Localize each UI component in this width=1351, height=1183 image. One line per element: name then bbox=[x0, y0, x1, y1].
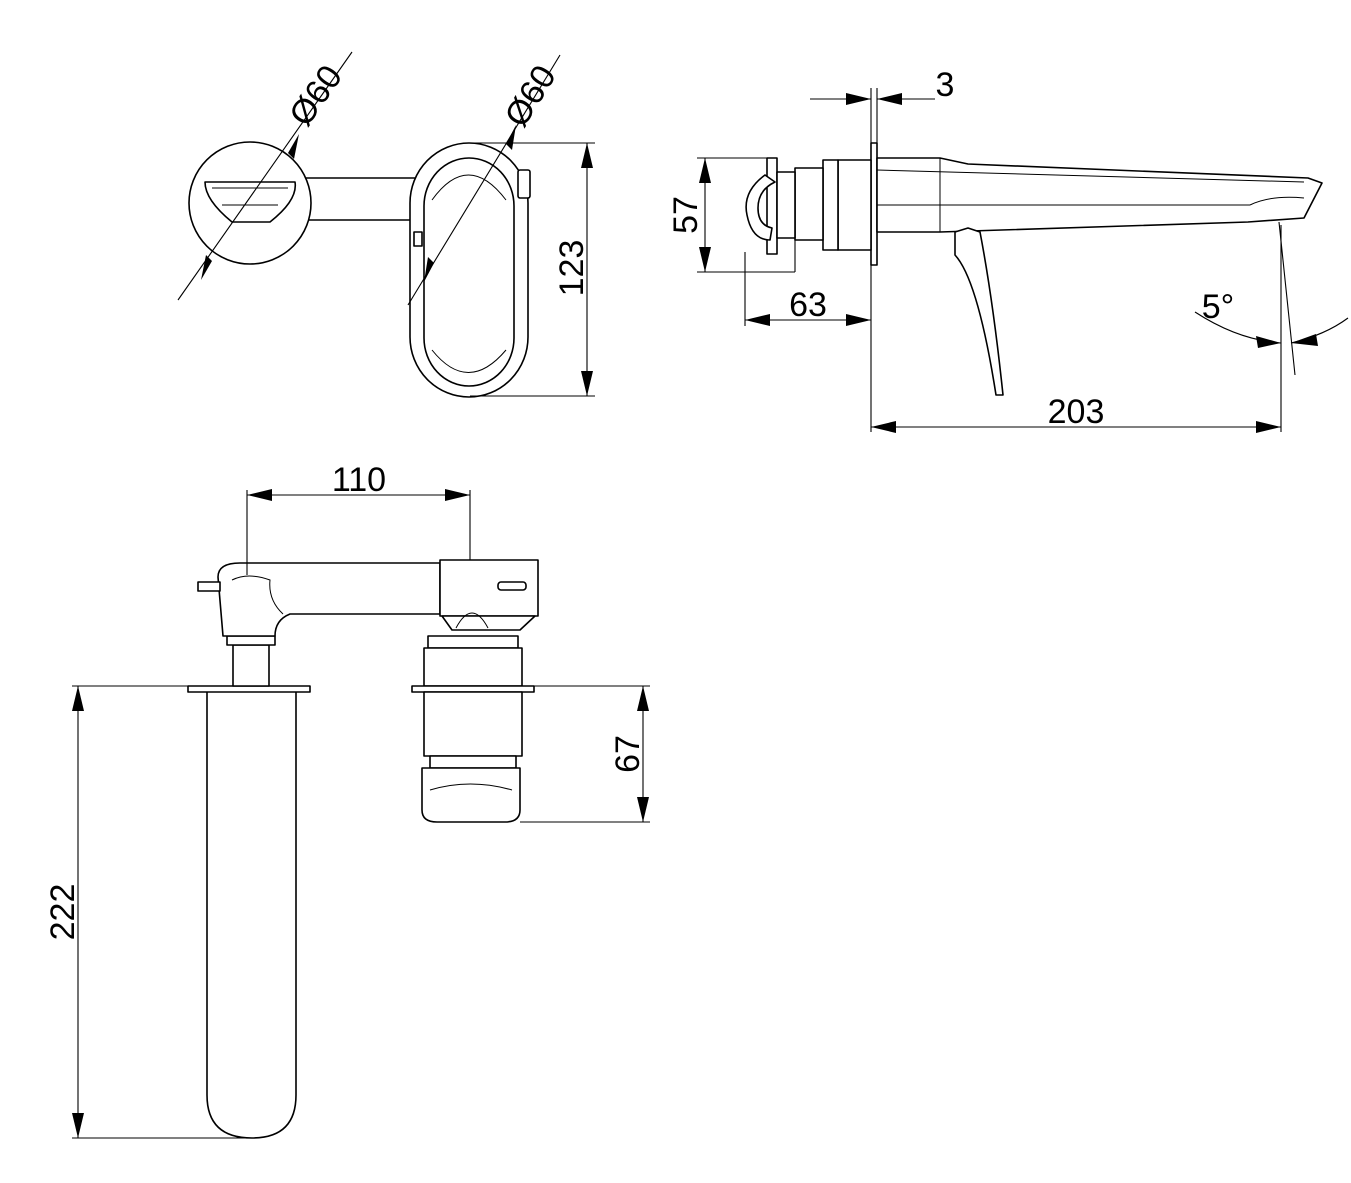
plan-mixer-plate bbox=[411, 685, 535, 693]
dim-label-spout-angle: 5° bbox=[1202, 288, 1235, 326]
dim-plate-thickness: 3 bbox=[810, 66, 954, 143]
dim-label-mixer-body-depth: 67 bbox=[609, 735, 647, 773]
mixer-lever bbox=[423, 157, 515, 387]
dim-spout-angle: 5° bbox=[1194, 221, 1349, 376]
dim-label-body-depth: 63 bbox=[789, 286, 827, 324]
dim-plate-height: 123 bbox=[470, 142, 595, 397]
dim-label-centres: 110 bbox=[332, 461, 386, 499]
dim-mixer-body-depth: 67 bbox=[520, 685, 650, 823]
dim-body-height: 57 bbox=[667, 157, 796, 273]
plan-spout-plate bbox=[187, 685, 311, 693]
dim-spout-length: 203 bbox=[870, 225, 1282, 433]
dim-label-spout-body-depth: 222 bbox=[44, 884, 82, 941]
dim-label-body-height: 57 bbox=[667, 196, 705, 234]
side-spout bbox=[876, 157, 1323, 233]
side-view: 3 57 63 203 bbox=[667, 66, 1349, 433]
plan-mixer-lever bbox=[421, 767, 521, 823]
dim-label-plate-height: 123 bbox=[553, 240, 591, 297]
dim-label-spout-length: 203 bbox=[1048, 393, 1105, 431]
front-view: Ø60 Ø60 123 bbox=[177, 51, 595, 398]
dim-body-depth: 63 bbox=[744, 252, 871, 326]
dim-spout-body-depth: 222 bbox=[44, 685, 252, 1139]
side-handle bbox=[745, 174, 776, 241]
plan-view: 110 222 67 bbox=[44, 461, 650, 1139]
front-connector-bar bbox=[304, 177, 426, 221]
dim-label-plate-thickness: 3 bbox=[936, 66, 955, 104]
plan-spout bbox=[206, 689, 297, 1139]
dim-centres: 110 bbox=[246, 461, 471, 575]
dim-label-dia-right: Ø60 bbox=[498, 59, 564, 134]
side-wall-plate bbox=[870, 142, 878, 266]
side-lever bbox=[954, 227, 1004, 396]
